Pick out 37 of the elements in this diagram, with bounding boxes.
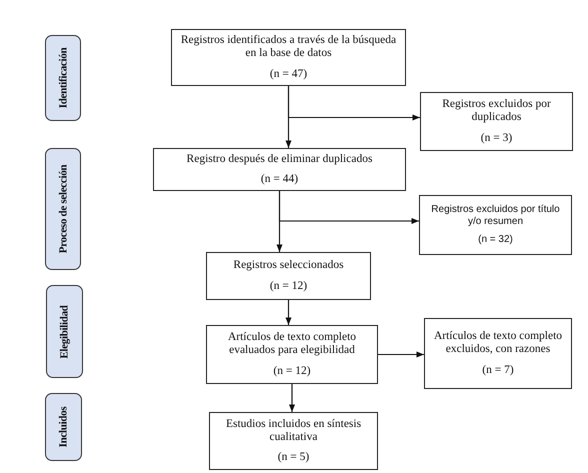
arrow (285, 300, 292, 325)
process-box (206, 252, 371, 300)
count-text: (n = 12) (270, 280, 308, 293)
phase-label: Elegibilidad (58, 304, 70, 358)
box-text: Registros excluidos por duplicados (441, 98, 552, 125)
count-text: (n = 47) (270, 68, 308, 81)
arrow (288, 384, 296, 412)
count-text: (n = 7) (482, 364, 514, 377)
count-text: (n = 5) (278, 451, 310, 464)
process-box (206, 325, 378, 384)
count-text: (n = 12) (273, 364, 311, 378)
process-box (424, 318, 572, 389)
arrow (288, 86, 420, 121)
phase-label-box (45, 35, 81, 121)
box-text: Registros seleccionados (233, 259, 344, 272)
count-text: (n = 44) (260, 173, 298, 186)
phase-label: Proceso de selección (57, 164, 69, 254)
box-text: Registros excluidos por título y/o resumen (430, 204, 561, 228)
box-text: Registros identificados a través de la búsqueda en la base de datos (180, 34, 397, 61)
phase-label-box (45, 393, 82, 461)
process-box (153, 148, 406, 191)
process-box (419, 195, 572, 255)
count-text: (n = 32) (478, 234, 513, 246)
phase-label: Identificación (57, 48, 69, 108)
phase-label-box (45, 148, 81, 270)
process-box (209, 412, 378, 470)
phase-label-box (46, 285, 83, 378)
box-text: Artículos de texto completo excluidos, con razones (433, 330, 563, 357)
process-box (420, 92, 573, 151)
box-text: Estudios incluidos en síntesis cualitativa (224, 418, 362, 444)
phase-label: Incluidos (58, 406, 70, 448)
box-text: Registro después de eliminar duplicados (186, 152, 372, 166)
arrow (278, 191, 419, 224)
process-box (171, 29, 406, 86)
count-text: (n = 3) (480, 132, 512, 145)
box-text: Artículos de texto completo evaluados para elegibilidad (226, 331, 358, 358)
arrow (378, 351, 424, 358)
